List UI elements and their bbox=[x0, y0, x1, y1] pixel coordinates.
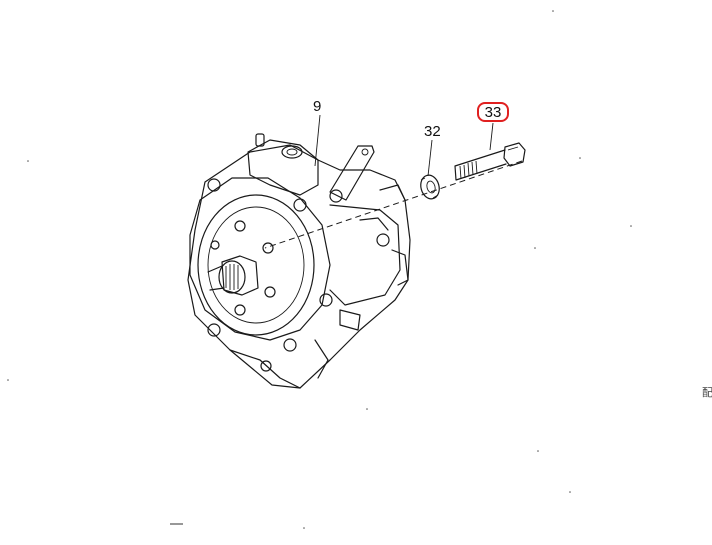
speck bbox=[579, 157, 581, 159]
speck bbox=[630, 225, 632, 227]
callout-label-33-highlighted[interactable]: 33 bbox=[477, 102, 509, 122]
speck bbox=[569, 491, 571, 493]
callout-label-9[interactable]: 9 bbox=[313, 98, 322, 115]
speck bbox=[534, 247, 536, 249]
speck bbox=[537, 450, 539, 452]
speck bbox=[366, 408, 368, 410]
assembly-axis-line bbox=[264, 160, 523, 249]
washer-32 bbox=[420, 174, 440, 200]
side-mark-text: 配 bbox=[702, 387, 712, 399]
speck bbox=[7, 379, 9, 381]
speck bbox=[27, 160, 29, 162]
callout-label-32[interactable]: 32 bbox=[424, 123, 441, 140]
speck bbox=[303, 527, 305, 529]
leader-line-33 bbox=[489, 122, 494, 151]
leader-line-32 bbox=[427, 139, 433, 177]
hydraulic-pump-9 bbox=[187, 133, 411, 389]
bolt-33 bbox=[454, 142, 526, 181]
speck bbox=[552, 10, 554, 12]
